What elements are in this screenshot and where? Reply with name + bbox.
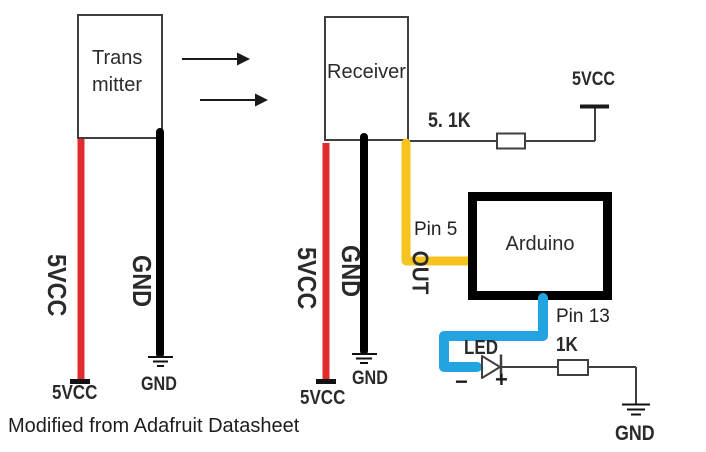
caption: Modified from Adafruit Datasheet: [8, 415, 300, 437]
transmitter-vcc-terminal-label: 5VCC: [52, 382, 98, 404]
receiver-box: [324, 16, 409, 141]
pin5-label: Pin 5: [414, 219, 458, 240]
receiver-gnd-terminal-label: GND: [352, 368, 388, 389]
pullup-vcc-label: 5VCC: [572, 69, 616, 90]
arduino-box: [468, 192, 612, 300]
receiver-gnd-wire-label: GND: [336, 244, 366, 298]
receiver-out-wire-label: OUT: [407, 250, 434, 295]
receiver-vcc-terminal-label: 5VCC: [300, 387, 346, 409]
arduino-label: Arduino: [505, 233, 575, 255]
receiver-label: Receiver: [327, 61, 406, 83]
led-symbol: [481, 355, 501, 379]
out-signal-wire: [401, 138, 475, 266]
transmitter-label-line2: mitter: [92, 74, 142, 96]
transmitter-gnd-terminal-label: GND: [141, 374, 177, 395]
series-resistor: [557, 359, 589, 376]
transmitter-vcc-wire-label: 5VCC: [42, 254, 72, 317]
pin13-wire: [439, 293, 548, 372]
receiver-ground-symbol: [352, 353, 377, 364]
pullup-resistor-value: 5. 1K: [428, 109, 471, 132]
led-label: LED: [464, 337, 498, 359]
series-resistor-value: 1K: [556, 334, 578, 356]
pin13-label: Pin 13: [556, 306, 610, 327]
transmitter-ground-symbol: [148, 356, 173, 367]
transmitter-label-line1: Trans: [92, 47, 143, 69]
led-ground-symbol: [622, 403, 650, 416]
transmitter-gnd-wire-label: GND: [127, 254, 157, 308]
receiver-vcc-wire-label: 5VCC: [292, 247, 322, 310]
pullup-resistor: [496, 132, 526, 150]
transmitter-box: [77, 14, 163, 139]
led-plus-sign: +: [495, 367, 508, 392]
led-minus-sign: −: [455, 369, 468, 394]
led-gnd-label: GND: [615, 422, 655, 445]
signal-arrow-icon: [182, 52, 268, 107]
